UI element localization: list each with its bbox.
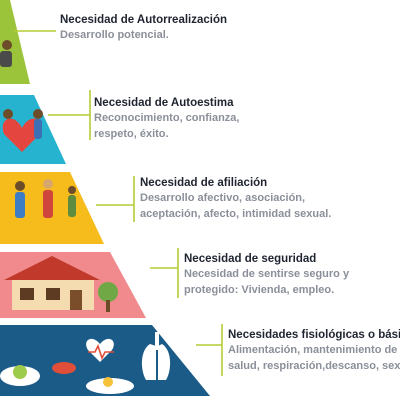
level-1-label: Necesidad de Autorrealización Desarrollo…	[60, 13, 227, 43]
level-5-desc-line-2: salud, respiración,descanso, sexo.	[228, 360, 400, 372]
level-4-label: Necesidad de seguridad Necesidad de sent…	[184, 252, 349, 298]
heart-people-icon	[2, 109, 43, 152]
level-1-title: Necesidad de Autorrealización	[60, 14, 228, 26]
level-4-title: Necesidad de seguridad	[184, 253, 317, 265]
level-2-desc-line-1: Reconocimiento, confianza,	[94, 112, 240, 124]
person-icon	[0, 40, 12, 67]
level-5-band	[0, 325, 210, 396]
level-4-desc-line-1: Necesidad de sentirse seguro y	[184, 268, 350, 280]
level-3-band	[0, 172, 104, 244]
level-5-title: Necesidades fisiológicas o básicas	[228, 329, 400, 341]
level-4-desc-line-2: protegido: Vivienda, empleo.	[184, 284, 335, 296]
level-2-label: Necesidad de Autoestima Reconocimiento, …	[94, 96, 239, 142]
level-1-desc-line-1: Desarrollo potencial.	[60, 29, 169, 41]
level-5-desc-line-1: Alimentación, mantenimiento de la	[228, 344, 400, 356]
level-3-desc-line-2: aceptación, afecto, intimidad sexual.	[140, 208, 332, 220]
people-icon	[15, 179, 76, 218]
house-icon	[4, 256, 118, 312]
body-icon	[0, 332, 171, 394]
level-2-desc-line-2: respeto, éxito.	[94, 128, 169, 140]
level-1-band	[0, 0, 30, 84]
level-3-label: Necesidad de afiliación Desarrollo afect…	[140, 176, 331, 222]
level-5-label: Necesidades fisiológicas o básicas Alime…	[228, 328, 400, 374]
level-3-desc-line-1: Desarrollo afectivo, asociación,	[140, 192, 306, 204]
level-2-title: Necesidad de Autoestima	[94, 97, 234, 109]
level-2-band	[0, 95, 66, 164]
level-4-band	[0, 252, 146, 318]
level-3-title: Necesidad de afiliación	[140, 177, 268, 189]
